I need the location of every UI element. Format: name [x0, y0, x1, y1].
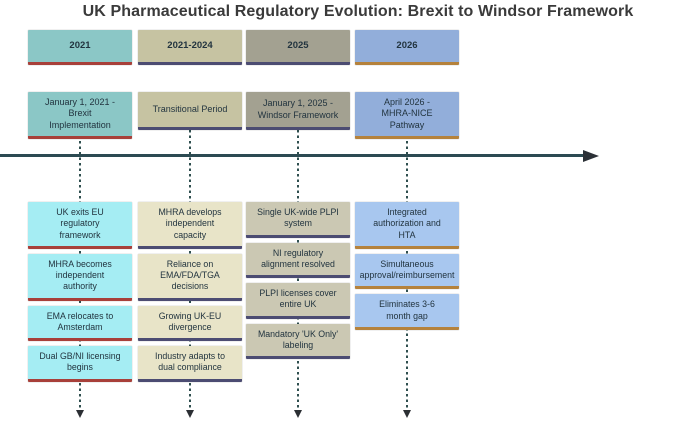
year-header: 2026	[355, 30, 459, 65]
detail-box: Simultaneous approval/reimbursement	[355, 253, 459, 290]
timeline-axis-line	[0, 154, 584, 157]
milestone-box: April 2026 - MHRA-NICE Pathway	[355, 92, 459, 139]
detail-box: Growing UK-EU divergence	[138, 305, 242, 341]
detail-box: EMA relocates to Amsterdam	[28, 305, 132, 341]
year-header: 2021-2024	[138, 30, 242, 65]
down-arrowhead-icon	[293, 410, 302, 418]
year-header: 2021	[28, 30, 132, 65]
detail-box: Integrated authorization and HTA	[355, 202, 459, 249]
detail-box: MHRA becomes independent authority	[28, 253, 132, 301]
down-arrowhead-icon	[75, 410, 84, 418]
detail-box-stack: Integrated authorization and HTA Simultan…	[355, 202, 459, 330]
detail-box: MHRA develops independent capacity	[138, 202, 242, 249]
detail-box: NI regulatory alignment resolved	[246, 242, 350, 278]
timeline-arrow-icon	[583, 150, 599, 162]
detail-box: PLPI licenses cover entire UK	[246, 283, 350, 319]
detail-box: Dual GB/NI licensing begins	[28, 346, 132, 382]
page-title: UK Pharmaceutical Regulatory Evolution: …	[82, 3, 634, 20]
milestone-box: January 1, 2025 - Windsor Framework	[246, 92, 350, 130]
detail-box: Single UK-wide PLPI system	[246, 202, 350, 238]
year-header: 2025	[246, 30, 350, 65]
detail-box: Reliance on EMA/FDA/TGA decisions	[138, 253, 242, 301]
detail-box: Industry adapts to dual compliance	[138, 346, 242, 382]
detail-box: UK exits EU regulatory framework	[28, 202, 132, 249]
down-arrowhead-icon	[402, 410, 411, 418]
milestone-box: January 1, 2021 - Brexit Implementation	[28, 92, 132, 139]
detail-box: Mandatory 'UK Only' labeling	[246, 323, 350, 359]
milestone-box: Transitional Period	[138, 92, 242, 130]
detail-box-stack: Single UK-wide PLPI system NI regulatory …	[246, 202, 350, 359]
detail-box: Eliminates 3-6 month gap	[355, 294, 459, 330]
down-arrowhead-icon	[185, 410, 194, 418]
